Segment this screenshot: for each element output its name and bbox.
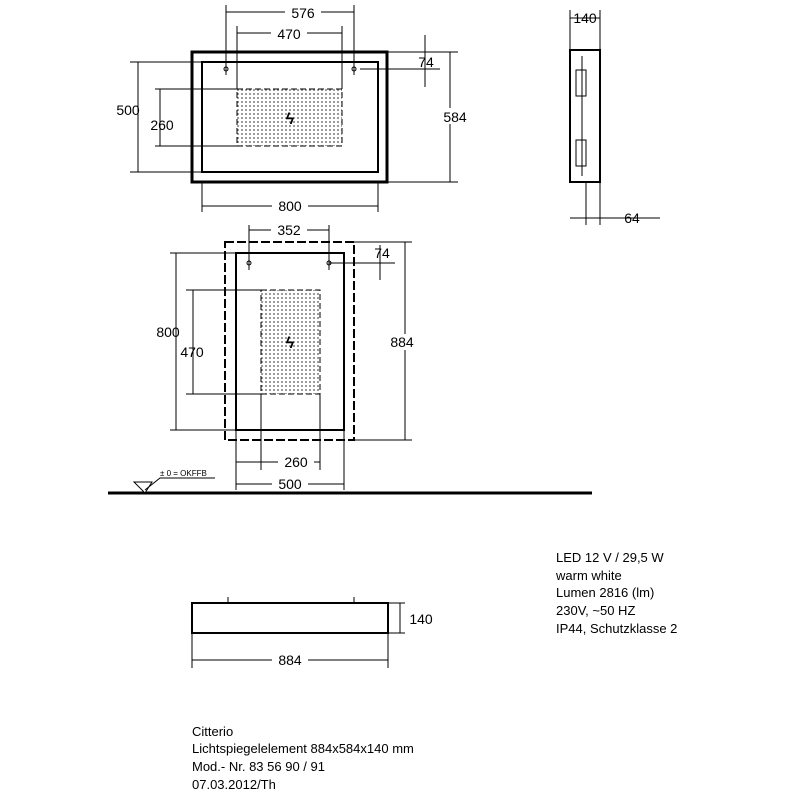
product-description: Lichtspiegelelement 884x584x140 mm: [192, 741, 414, 756]
dim-260: 260: [150, 117, 174, 133]
mirror-inner-frame: [235, 252, 345, 431]
light-area: [236, 88, 343, 147]
spec-list: LED 12 V / 29,5 W warm white Lumen 2816 …: [555, 550, 677, 636]
mirror-outer-frame: [224, 241, 355, 441]
spec-line: IP44, Schutzklasse 2: [556, 621, 677, 636]
bottom-view: 140 884: [191, 597, 433, 668]
dim-74: 74: [374, 245, 390, 261]
dim-800: 800: [278, 198, 302, 214]
spec-line: warm white: [555, 568, 622, 583]
lightning-icon: ϟ: [286, 335, 295, 352]
side-profile: [569, 49, 601, 183]
title-block: Citterio Lichtspiegelelement 884x584x140…: [192, 724, 414, 792]
dim-140: 140: [409, 611, 433, 627]
side-view: 140 64: [569, 10, 660, 226]
dim-140: 140: [573, 10, 597, 26]
dim-884: 884: [390, 334, 414, 350]
dim-576: 576: [291, 5, 315, 21]
dim-352: 352: [277, 222, 301, 238]
front-view: ϟ 352 74 800 470 884 260 500 ± 0 = OKFFB: [108, 222, 592, 495]
mirror-inner-frame: [201, 61, 379, 173]
light-area: [260, 289, 321, 395]
floor-reference: ± 0 = OKFFB: [160, 469, 207, 478]
dim-470: 470: [180, 344, 204, 360]
level-marker-icon: [132, 481, 153, 494]
top-view: ϟ 576 470 500 260 584 74 800: [116, 4, 473, 214]
dim-584: 584: [443, 109, 467, 125]
dim-500: 500: [116, 102, 140, 118]
dim-800: 800: [156, 324, 180, 340]
dim-260: 260: [284, 454, 308, 470]
dim-64: 64: [624, 210, 640, 226]
spec-line: LED 12 V / 29,5 W: [556, 550, 664, 565]
spec-line: 230V, ~50 HZ: [556, 603, 635, 618]
spec-line: Lumen 2816 (lm): [556, 585, 654, 600]
dim-884: 884: [278, 652, 302, 668]
dim-500: 500: [278, 476, 302, 492]
dim-470: 470: [277, 26, 301, 42]
product-name: Citterio: [192, 724, 233, 739]
bottom-profile: [191, 602, 389, 634]
model-number: Mod.- Nr. 83 56 90 / 91: [192, 759, 325, 774]
lightning-icon: ϟ: [286, 111, 295, 128]
drawing-date: 07.03.2012/Th: [192, 777, 276, 792]
mirror-outer-frame: [190, 50, 389, 184]
dim-74: 74: [418, 54, 434, 70]
